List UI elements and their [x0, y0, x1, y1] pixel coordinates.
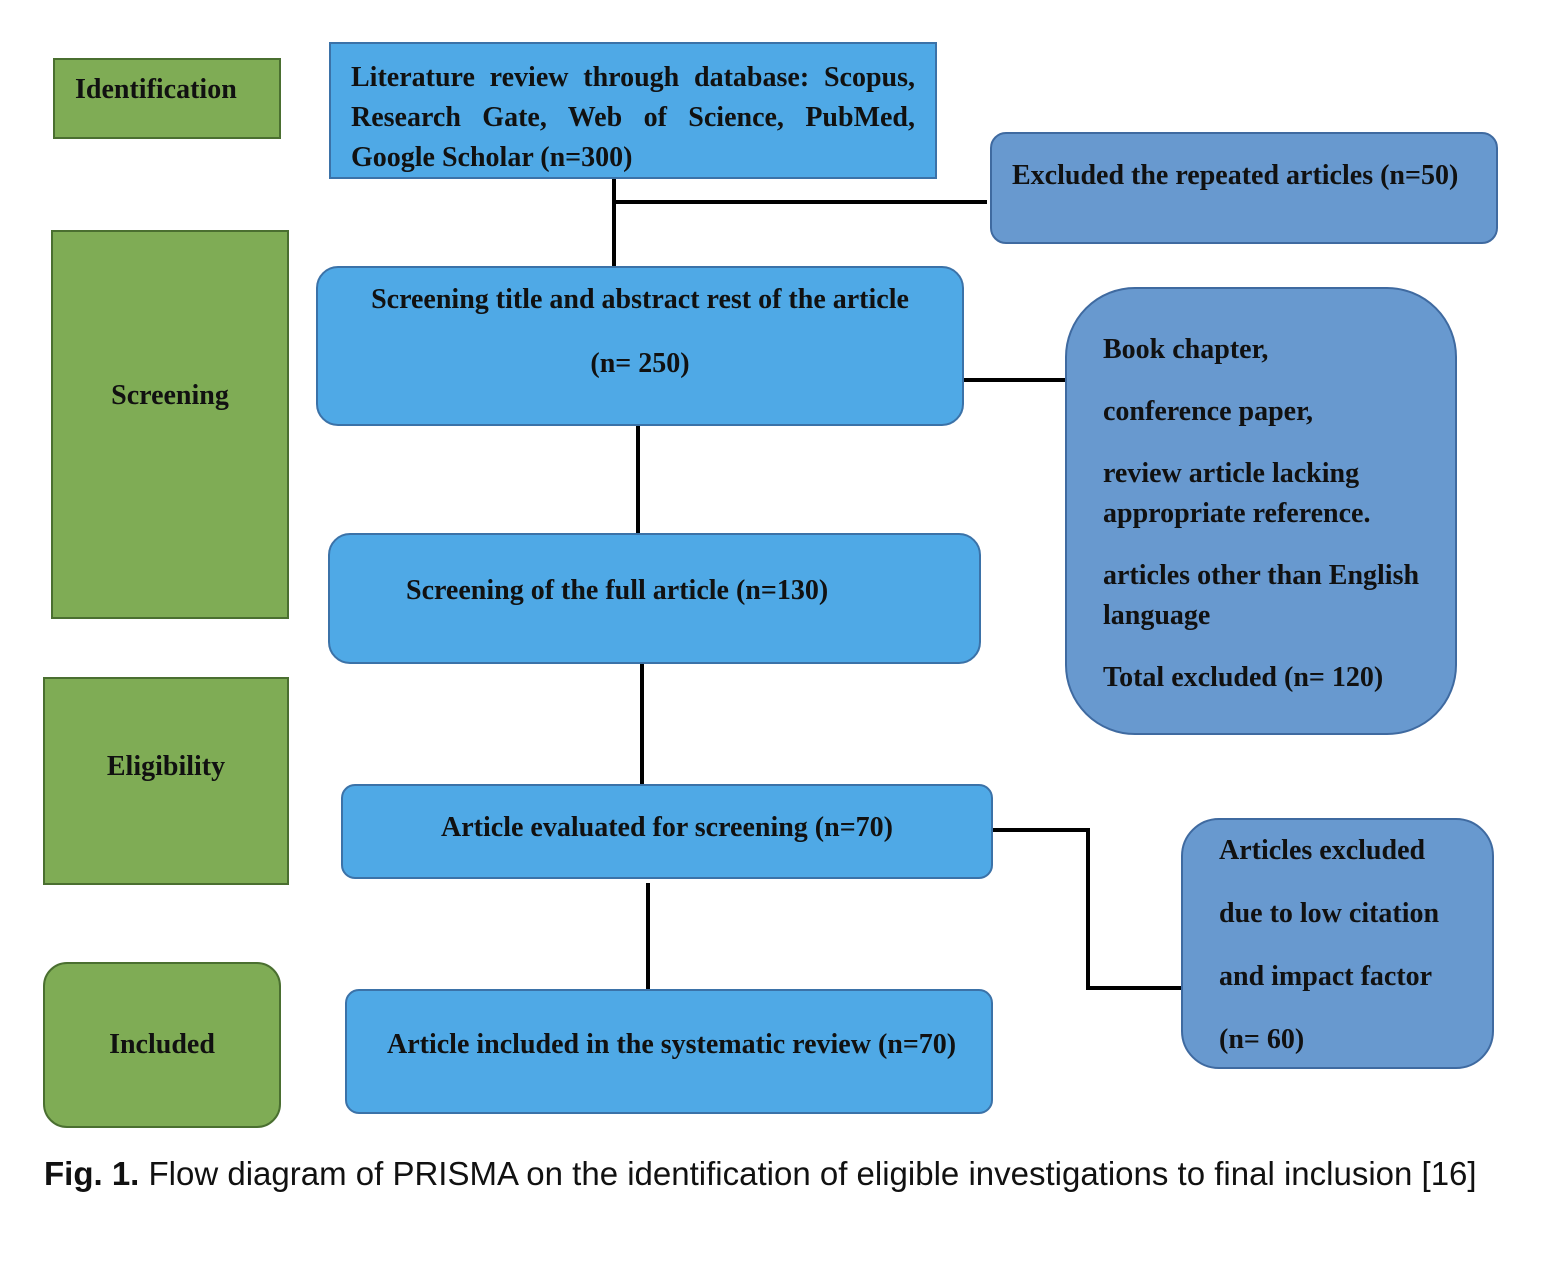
excluded-total: Total excluded (n= 120)	[1103, 662, 1384, 693]
screening-title-abstract-line1: Screening title and abstract rest of the…	[371, 284, 909, 315]
excluded-repeated-text: Excluded the repeated articles (n=50)	[1012, 160, 1459, 191]
connector-evaluated-vertical	[1086, 828, 1090, 990]
screening-excluded-box: Book chapter, conference paper, review a…	[1065, 287, 1457, 735]
stage-identification: Identification	[53, 58, 281, 139]
excluded-reason-conference-paper: conference paper,	[1103, 396, 1313, 427]
low-citation-line3: and impact factor	[1219, 961, 1433, 992]
stage-included: Included	[43, 962, 281, 1128]
screening-full-article-text: Screening of the full article (n=130)	[406, 575, 829, 606]
stage-identification-label: Identification	[75, 74, 237, 105]
screening-full-article-box: Screening of the full article (n=130)	[328, 533, 981, 664]
stage-screening: Screening	[51, 230, 289, 619]
connector-full-to-evaluated	[640, 663, 644, 784]
stage-eligibility: Eligibility	[43, 677, 289, 885]
screening-title-abstract-box: Screening title and abstract rest of the…	[316, 266, 964, 426]
connector-screening-to-full	[636, 425, 640, 533]
connector-screening-to-excluded	[963, 378, 1065, 382]
excluded-reason-language: language	[1103, 600, 1211, 631]
low-citation-count: (n= 60)	[1219, 1024, 1305, 1055]
connector-to-repeated-excluded	[612, 200, 987, 204]
stage-screening-label: Screening	[111, 380, 229, 411]
low-citation-line2: due to low citation	[1219, 898, 1440, 929]
excluded-repeated-box: Excluded the repeated articles (n=50)	[990, 132, 1498, 244]
stage-included-label: Included	[109, 1029, 215, 1060]
figure-caption: Fig. 1. Flow diagram of PRISMA on the id…	[44, 1150, 1488, 1198]
excluded-reason-non-english: articles other than English	[1103, 560, 1420, 591]
literature-review-text: Literature review through database: Scop…	[351, 62, 915, 173]
excluded-reason-book-chapter: Book chapter,	[1103, 334, 1269, 365]
figure-caption-label: Fig. 1.	[44, 1155, 140, 1192]
article-included-box: Article included in the systematic revie…	[345, 989, 993, 1114]
low-citation-excluded-box: Articles excluded due to low citation an…	[1181, 818, 1494, 1069]
connector-review-to-screening	[612, 178, 616, 266]
article-evaluated-text: Article evaluated for screening (n=70)	[441, 812, 893, 843]
connector-to-low-citation	[1086, 986, 1181, 990]
literature-review-box: Literature review through database: Scop…	[329, 42, 937, 179]
low-citation-line1: Articles excluded	[1219, 835, 1426, 866]
article-evaluated-box: Article evaluated for screening (n=70)	[341, 784, 993, 879]
stage-eligibility-label: Eligibility	[106, 751, 226, 782]
figure-caption-text: Flow diagram of PRISMA on the identifica…	[148, 1155, 1477, 1192]
excluded-reason-appropriate-reference: appropriate reference.	[1103, 498, 1371, 529]
excluded-reason-review-article: review article lacking	[1103, 458, 1360, 489]
article-included-text: Article included in the systematic revie…	[387, 1029, 957, 1060]
connector-evaluated-horizontal	[993, 828, 1090, 832]
connector-evaluated-to-included	[646, 883, 650, 989]
screening-title-abstract-line2: (n= 250)	[590, 348, 690, 379]
